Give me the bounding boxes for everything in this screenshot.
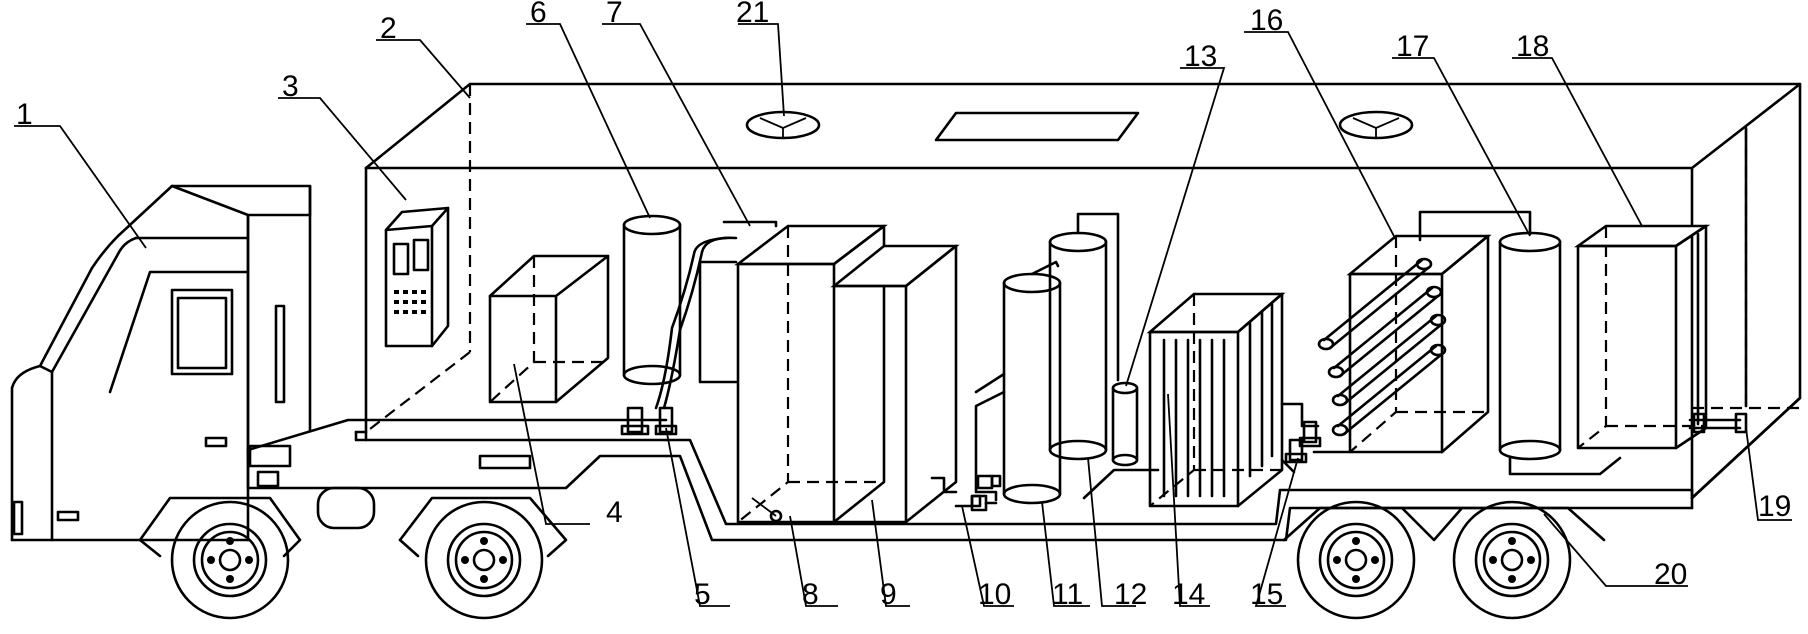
plate-unit-14 bbox=[1146, 292, 1320, 508]
container-box bbox=[354, 82, 1802, 542]
wheel-2 bbox=[424, 500, 544, 620]
label-9: 9 bbox=[880, 578, 897, 611]
tank-18 bbox=[1573, 224, 1711, 450]
label-11: 11 bbox=[1052, 578, 1083, 611]
chassis bbox=[246, 418, 668, 530]
label-4: 4 bbox=[606, 496, 623, 529]
label-19: 19 bbox=[1758, 490, 1791, 523]
label-12: 12 bbox=[1114, 578, 1147, 611]
label-14: 14 bbox=[1172, 578, 1205, 611]
hose-7 bbox=[654, 220, 778, 410]
column-11 bbox=[974, 260, 1062, 505]
cylinder-tank-6 bbox=[622, 214, 682, 386]
label-7: 7 bbox=[606, 0, 623, 29]
label-20: 20 bbox=[1654, 558, 1687, 591]
roof-vent-2 bbox=[1338, 110, 1414, 140]
valves-10 bbox=[954, 474, 1002, 512]
wheel-3 bbox=[1296, 500, 1416, 620]
cab-window bbox=[170, 288, 234, 376]
column-12 bbox=[1048, 212, 1120, 461]
outlet-19 bbox=[1688, 412, 1748, 434]
label-16: 16 bbox=[1250, 4, 1283, 37]
label-5: 5 bbox=[694, 578, 711, 611]
pumps-5 bbox=[620, 406, 678, 436]
valves-15 bbox=[1280, 420, 1322, 474]
fuel-tank bbox=[316, 486, 376, 530]
label-1: 1 bbox=[16, 98, 33, 131]
roof-hatch bbox=[934, 111, 1140, 142]
label-15: 15 bbox=[1250, 578, 1283, 611]
wheel-1 bbox=[170, 500, 290, 620]
wheel-4 bbox=[1452, 500, 1572, 620]
cab-door-handle bbox=[274, 304, 286, 404]
front-axle bbox=[138, 496, 568, 558]
box-tank-4 bbox=[488, 254, 610, 404]
rear-axle bbox=[1282, 506, 1606, 542]
truck-cab bbox=[10, 184, 312, 542]
label-2: 2 bbox=[380, 12, 397, 45]
label-8: 8 bbox=[802, 578, 819, 611]
label-10: 10 bbox=[978, 578, 1011, 611]
electrode-unit-16 bbox=[1312, 210, 1532, 454]
label-21: 21 bbox=[736, 0, 769, 29]
label-3: 3 bbox=[282, 70, 299, 103]
tow-hitch bbox=[248, 444, 292, 468]
leader-lines bbox=[14, 23, 1792, 607]
control-panel bbox=[384, 206, 450, 348]
label-17: 17 bbox=[1396, 30, 1429, 63]
tank-9 bbox=[830, 244, 960, 524]
labels: 1 2 3 4 5 6 7 8 9 10 11 12 13 14 15 16 1… bbox=[16, 0, 1791, 611]
label-13: 13 bbox=[1184, 40, 1217, 73]
cylinder-17 bbox=[1498, 231, 1622, 476]
label-6: 6 bbox=[530, 0, 547, 29]
label-18: 18 bbox=[1516, 30, 1549, 63]
roof-vent-1 bbox=[745, 110, 821, 140]
tank-8 bbox=[734, 224, 888, 524]
filter-13 bbox=[1082, 381, 1160, 500]
